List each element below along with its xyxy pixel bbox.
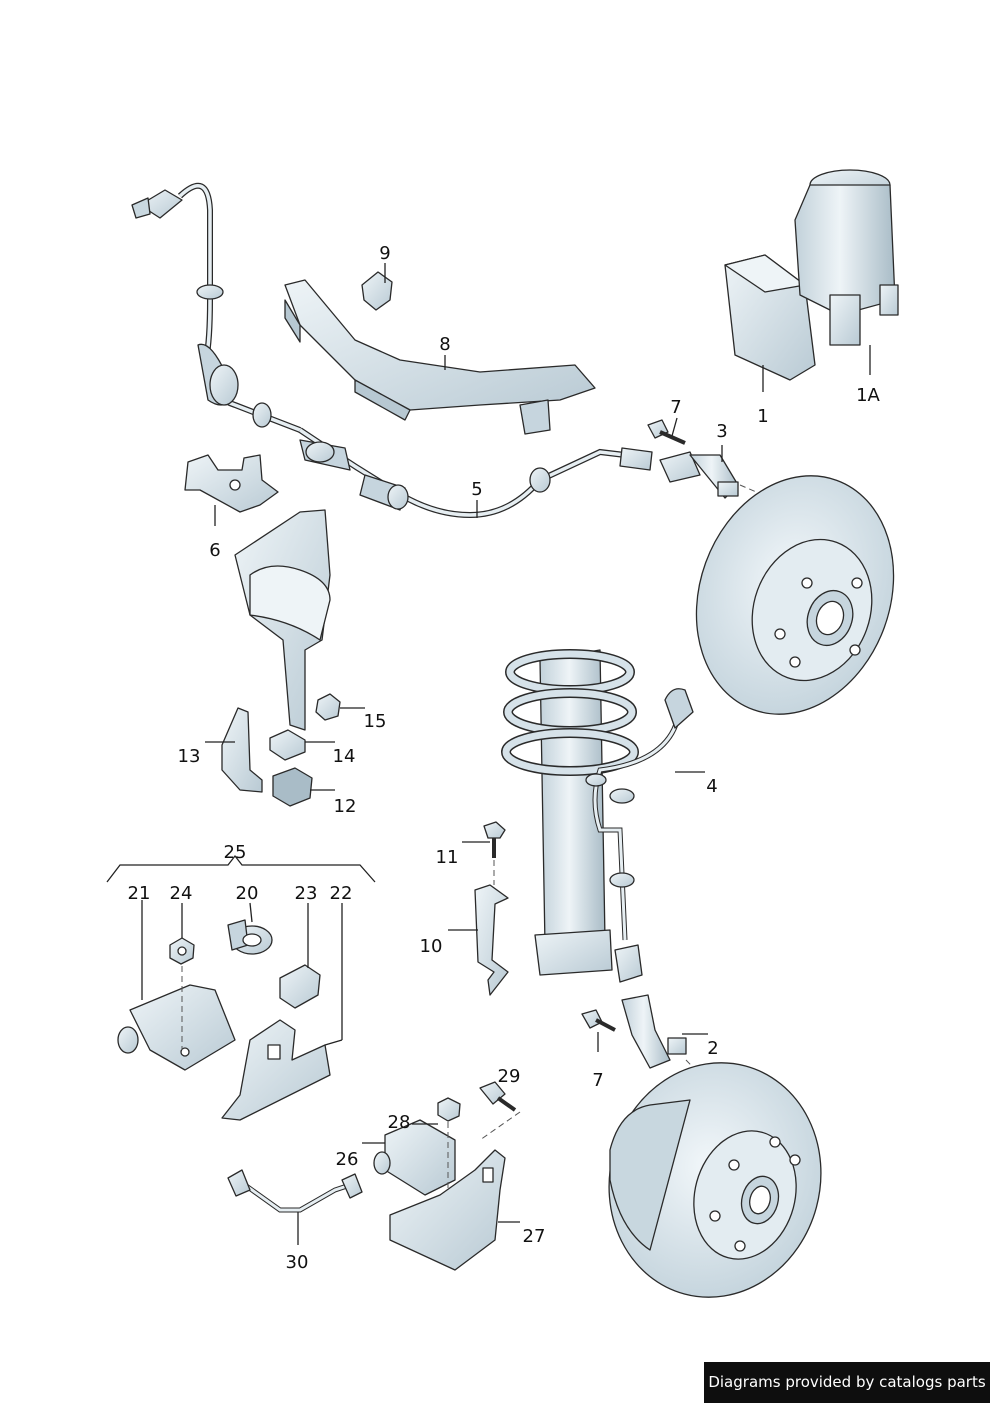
callout-25: 25 (224, 842, 247, 863)
speed-sensor-2 (621, 994, 687, 1069)
callout-24: 24 (170, 883, 193, 904)
callout-9: 9 (379, 243, 390, 264)
callout-6: 6 (209, 540, 220, 561)
callout-15: 15 (364, 711, 387, 732)
callout-7-upper: 7 (670, 397, 681, 418)
bracket-22 (221, 1019, 331, 1121)
callout-2: 2 (707, 1038, 718, 1059)
compressor-1a (794, 169, 899, 346)
attribution-banner: Diagrams provided by catalogs parts (704, 1362, 990, 1403)
bolt-11 (483, 821, 506, 858)
callout-labels: 1 1A 7 3 5 8 9 6 15 14 13 12 4 11 10 25 … (128, 243, 881, 1273)
callout-4: 4 (706, 776, 717, 797)
callout-14: 14 (333, 746, 356, 767)
bracket-6 (184, 454, 279, 513)
callout-7-lower: 7 (592, 1070, 603, 1091)
cable-30 (227, 1169, 363, 1213)
attribution-text: Diagrams provided by catalogs parts (708, 1373, 986, 1391)
sensor-cable-upper (131, 182, 653, 519)
bracket-27 (389, 1149, 506, 1271)
callout-8: 8 (439, 334, 450, 355)
callout-1: 1 (757, 406, 768, 427)
callout-12: 12 (334, 796, 357, 817)
nut-15 (315, 693, 341, 721)
control-unit-1 (724, 254, 816, 381)
callout-20: 20 (236, 883, 259, 904)
clip-23 (279, 964, 321, 1009)
bolt-7-lower (581, 1009, 616, 1032)
callout-30: 30 (286, 1252, 309, 1273)
bolt-29 (479, 1081, 517, 1112)
clip-9 (361, 271, 393, 311)
brake-disc-lower (608, 1062, 822, 1298)
callout-13: 13 (178, 746, 201, 767)
callout-1a: 1A (856, 385, 880, 406)
callout-27: 27 (523, 1226, 546, 1247)
callout-28: 28 (388, 1112, 411, 1133)
callout-26: 26 (336, 1149, 359, 1170)
bracket-13 (221, 707, 263, 793)
callout-22: 22 (330, 883, 353, 904)
callout-10: 10 (420, 936, 443, 957)
leader-lines (141, 263, 871, 1245)
sensor-21 (117, 984, 236, 1071)
bracket-8 (284, 279, 596, 435)
rubber-12 (272, 767, 313, 807)
callout-3: 3 (716, 421, 727, 442)
body-panel (234, 509, 331, 731)
bracket-10 (474, 884, 509, 996)
callout-5: 5 (471, 479, 482, 500)
sensor-cable-4 (585, 688, 694, 983)
brake-disc-upper (695, 475, 895, 715)
sensor-26 (373, 1119, 456, 1196)
grommet-20 (227, 919, 273, 955)
callout-23: 23 (295, 883, 318, 904)
speed-sensor-3 (659, 451, 739, 499)
callout-21: 21 (128, 883, 151, 904)
nut-24 (169, 937, 195, 965)
callout-11: 11 (436, 847, 459, 868)
bolt-7-upper (647, 419, 686, 445)
clip-14 (269, 729, 306, 761)
callout-29: 29 (498, 1066, 521, 1087)
nut-28 (437, 1097, 461, 1122)
strut-assembly (501, 649, 639, 976)
